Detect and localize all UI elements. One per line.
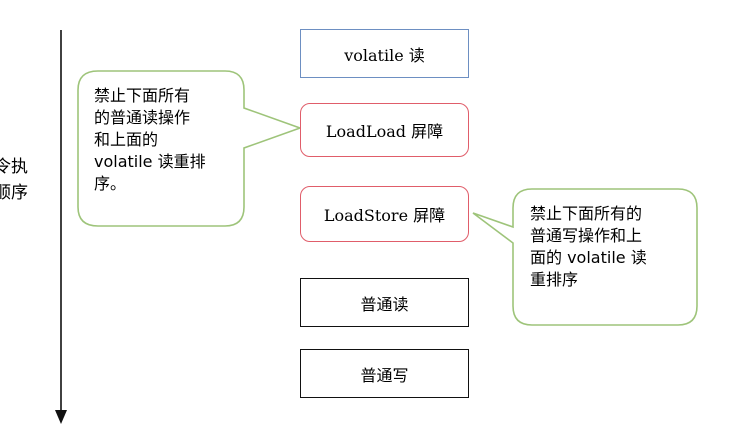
volatile-read-label: volatile 读 — [344, 45, 425, 65]
right-callout-text: 禁止下面所有的 普通写操作和上 面的 volatile 读 重排序 — [530, 204, 647, 289]
loadload-barrier-label: LoadLoad 屏障 — [325, 122, 444, 141]
normal-write-label: 普通写 — [360, 365, 409, 385]
loadload-barrier-box: LoadLoad 屏障 — [300, 103, 469, 157]
normal-read-box: 普通读 — [300, 278, 469, 327]
volatile-read-box: volatile 读 — [300, 29, 469, 78]
execution-order-label: 令执 顺序 — [0, 157, 28, 203]
loadstore-barrier-label: LoadStore 屏障 — [323, 206, 446, 225]
normal-read-label: 普通读 — [360, 294, 409, 314]
right-callout-bubble — [472, 188, 698, 326]
normal-write-box: 普通写 — [300, 349, 469, 398]
left-callout-bubble — [77, 70, 303, 227]
left-callout-text: 禁止下面所有 的普通读操作 和上面的 volatile 读重排 序。 — [94, 86, 206, 193]
loadstore-barrier-box: LoadStore 屏障 — [300, 186, 469, 242]
axis-arrowhead — [55, 410, 67, 424]
